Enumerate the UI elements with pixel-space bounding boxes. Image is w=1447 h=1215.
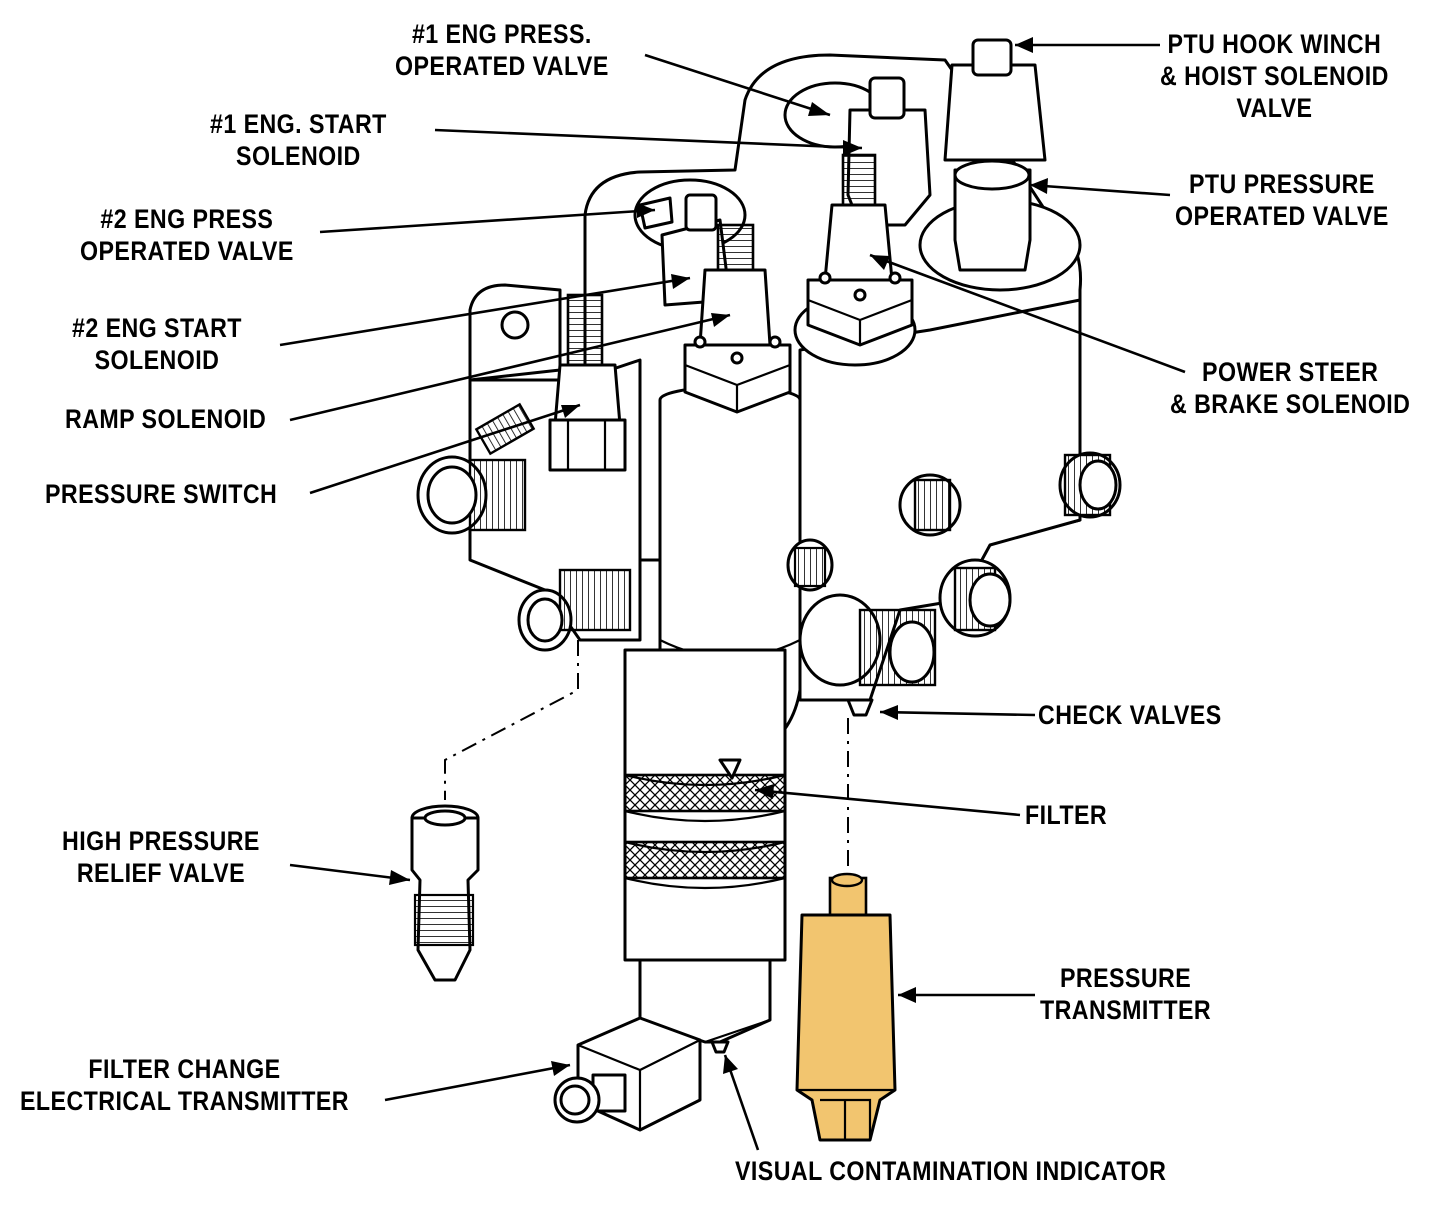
label-ramp-solenoid: RAMP SOLENOID [65, 404, 267, 434]
label-pressure-switch: PRESSURE SWITCH [45, 479, 278, 509]
high-pressure-relief-valve [410, 640, 579, 982]
label-visual-contamination: VISUAL CONTAMINATION INDICATOR [735, 1156, 1167, 1186]
pressure-transmitter [795, 718, 897, 1142]
label-check-valves: CHECK VALVES [1038, 700, 1222, 730]
label-power-steer: POWER STEER& BRAKE SOLENOID [1170, 357, 1411, 419]
label-eng1-press-valve: #1 ENG PRESS.OPERATED VALVE [395, 19, 609, 81]
top-valves [548, 38, 1082, 472]
leader-lines [279, 37, 1186, 1151]
label-filter: FILTER [1025, 800, 1108, 830]
